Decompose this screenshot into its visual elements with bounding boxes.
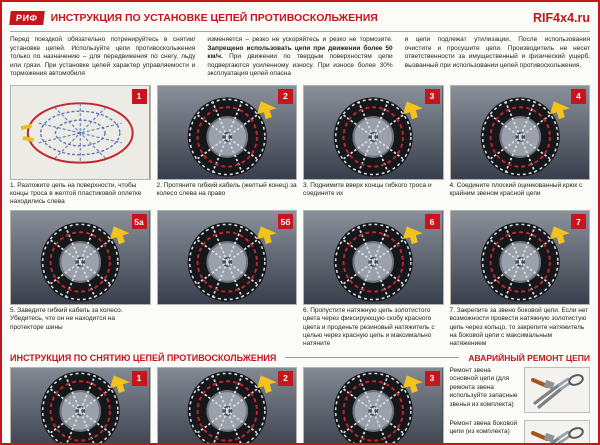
- tire-chain-photo: [11, 211, 150, 304]
- repair-item-side-link: Ремонт звена боковой цепи (из комплекта): [449, 419, 590, 445]
- step-number-badge: 3: [424, 370, 440, 386]
- site-url: RIF4x4.ru: [533, 10, 590, 25]
- removal-title: ИНСТРУКЦИЯ ПО СНЯТИЮ ЦЕПЕЙ ПРОТИВОСКОЛЬЖ…: [10, 352, 277, 363]
- install-steps-row-2: 5а 5. Заведите гибкий кабель за колесо. …: [10, 210, 590, 348]
- pliers-icon: [525, 421, 589, 445]
- install-step-5b: 5б: [156, 210, 297, 348]
- intro-col-1: Перед поездкой обязательно потренируйтес…: [10, 36, 196, 78]
- repair-tools-photo: [524, 419, 590, 445]
- removal-step-2: 2 2. Отцепите резиновый натяжитель и выт…: [156, 366, 297, 445]
- step-caption: 1. Разложите цепь на поверхности, чтобы …: [10, 181, 142, 206]
- step-caption: 7. Закрепите за звено боковой цепи. Если…: [449, 307, 589, 347]
- intro-text: Перед поездкой обязательно потренируйтес…: [10, 36, 590, 79]
- step-photo: 3: [303, 84, 444, 180]
- tire-chain-photo: [451, 211, 590, 304]
- install-step-4: 4 4. Соедините плоский оцинкованный крюк…: [449, 84, 590, 206]
- step-photo: 2: [156, 366, 297, 445]
- header: РИФ ИНСТРУКЦИЯ ПО УСТАНОВКЕ ЦЕПЕЙ ПРОТИВ…: [9, 8, 590, 27]
- install-step-5a: 5а 5. Заведите гибкий кабель за колесо. …: [10, 210, 151, 348]
- section-divider-line: [285, 357, 460, 359]
- tire-chain-photo: [304, 86, 443, 179]
- step-number-badge: 5б: [278, 214, 293, 230]
- chain-layout-diagram: [11, 86, 150, 179]
- step-photo: 1: [10, 366, 151, 445]
- install-step-3: 3 3. Поднимите вверх концы гибкого троса…: [303, 84, 444, 206]
- step-number-badge: 3: [424, 88, 440, 104]
- repair-item-main-link: Ремонт звена основной цепи (для ремонта …: [449, 366, 590, 413]
- intro-col-2-bold: Запрещено использовать цепи при движении…: [207, 44, 393, 61]
- step-caption: 4. Соедините плоский оцинкованный крюк с…: [449, 181, 583, 198]
- step-number-badge: 4: [571, 88, 586, 104]
- repair-title: АВАРИЙНЫЙ РЕМОНТ ЦЕПИ: [468, 352, 590, 363]
- tire-chain-photo: [304, 211, 443, 304]
- step-number-badge: 7: [571, 214, 586, 230]
- tire-chain-photo: [158, 368, 297, 445]
- intro-col-2-a: изменяется – резко не ускоряйтесь и резк…: [207, 36, 393, 43]
- step-photo: 5а: [10, 210, 151, 306]
- step-photo: 3: [303, 366, 444, 445]
- intro-col-2: изменяется – резко не ускоряйтесь и резк…: [207, 36, 392, 79]
- intro-col-3: и цепи подлежат утилизации. После исполь…: [404, 36, 590, 69]
- step-photo: 6: [303, 210, 444, 306]
- step-number-badge: 2: [278, 88, 293, 104]
- step-number-badge: 6: [424, 214, 440, 230]
- step-photo: 2: [156, 84, 297, 180]
- step-photo: 5б: [156, 210, 297, 306]
- removal-step-3: 3 3. Рассоедините замок гибкого кабеля и…: [303, 366, 444, 445]
- step-photo: 1: [10, 84, 151, 180]
- page-title: ИНСТРУКЦИЯ ПО УСТАНОВКЕ ЦЕПЕЙ ПРОТИВОСКО…: [50, 11, 378, 24]
- intro-col-2-c: При движении по твердым поверхностям цеп…: [207, 53, 393, 78]
- step-number-badge: 2: [278, 370, 293, 386]
- pliers-icon: [525, 368, 589, 412]
- step-caption: 5. Заведите гибкий кабель за колесо. Убе…: [10, 307, 123, 331]
- step-number-badge: 1: [131, 370, 147, 386]
- install-step-6: 6 6. Пропустите натяжную цепь золотистог…: [303, 210, 444, 348]
- step-number-badge: 5а: [131, 214, 147, 230]
- repair-item-text: Ремонт звена основной цепи (для ремонта …: [449, 366, 518, 408]
- tire-chain-photo: [158, 211, 297, 304]
- rif-logo: РИФ: [9, 10, 45, 25]
- bottom-row: 1 1. Плоский оцинкованный крюк должен на…: [10, 366, 590, 445]
- header-divider: [10, 31, 590, 32]
- install-steps-row-1: 1 1. Разложите цепь на поверхности, чтоб…: [10, 84, 590, 206]
- install-step-7: 7 7. Закрепите за звено боковой цепи. Ес…: [449, 210, 590, 348]
- tire-chain-photo: [304, 368, 443, 445]
- install-step-1: 1 1. Разложите цепь на поверхности, чтоб…: [10, 84, 151, 206]
- tire-chain-photo: [11, 368, 150, 445]
- step-caption: 2. Протяните гибкий кабель (желтый конец…: [156, 181, 297, 198]
- repair-tools-photo: [524, 366, 590, 413]
- step-number-badge: 1: [131, 88, 147, 104]
- step-photo: 7: [449, 210, 590, 306]
- step-caption: 3. Поднимите вверх концы гибкого троса и…: [303, 181, 432, 198]
- step-caption: 6. Пропустите натяжную цепь золотистого …: [303, 307, 435, 347]
- removal-step-1: 1 1. Плоский оцинкованный крюк должен на…: [10, 366, 151, 445]
- repair-item-text: Ремонт звена боковой цепи (из комплекта): [449, 419, 518, 436]
- tire-chain-photo: [451, 86, 590, 179]
- install-step-2: 2 2. Протяните гибкий кабель (желтый кон…: [156, 84, 297, 206]
- step-photo: 4: [449, 84, 590, 180]
- removal-section-header: ИНСТРУКЦИЯ ПО СНЯТИЮ ЦЕПЕЙ ПРОТИВОСКОЛЬЖ…: [10, 353, 590, 363]
- tire-chain-photo: [158, 86, 297, 179]
- repair-panel: Ремонт звена основной цепи (для ремонта …: [449, 366, 590, 445]
